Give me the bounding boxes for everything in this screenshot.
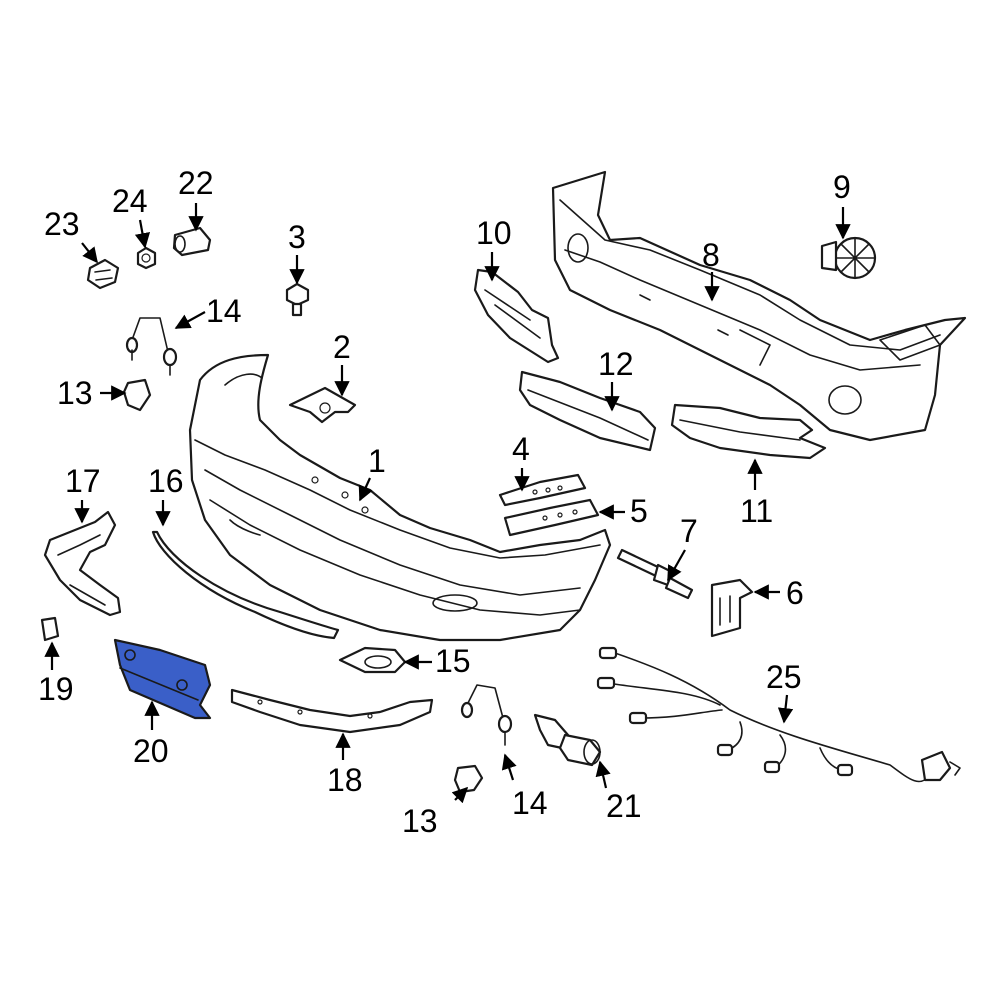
callout-21: 21 — [606, 788, 642, 824]
callout-13-upper: 13 — [57, 375, 93, 411]
callout-12: 12 — [598, 346, 634, 382]
callout-24: 24 — [112, 183, 148, 219]
callout-7: 7 — [680, 513, 698, 549]
part-13-cap-lower[interactable] — [453, 764, 484, 794]
callout-18: 18 — [327, 762, 363, 798]
callout-4: 4 — [512, 431, 530, 467]
callout-2: 2 — [333, 329, 351, 365]
callout-8: 8 — [702, 237, 720, 273]
callout-1: 1 — [368, 443, 386, 479]
part-23-retainer[interactable] — [86, 258, 120, 290]
callout-20: 20 — [133, 733, 169, 769]
callout-14-lower: 14 — [512, 785, 548, 821]
leader-lines — [44, 203, 851, 804]
part-16-molding[interactable] — [151, 530, 340, 640]
part-14-spring-lower[interactable] — [460, 684, 513, 746]
part-5-bracket[interactable] — [503, 498, 600, 537]
part-3-bolt[interactable] — [285, 282, 310, 317]
part-11-absorber[interactable] — [670, 403, 827, 460]
part-6-bracket[interactable] — [710, 578, 754, 638]
callout-23: 23 — [44, 206, 80, 242]
part-20-license-bracket[interactable] — [113, 638, 212, 720]
part-18-molding[interactable] — [230, 688, 434, 734]
callout-10: 10 — [476, 215, 512, 251]
part-21-sensor[interactable] — [533, 713, 602, 767]
callout-6: 6 — [786, 575, 804, 611]
callout-5: 5 — [630, 493, 648, 529]
part-22-sensor[interactable] — [172, 226, 212, 257]
part-24-nut[interactable] — [136, 246, 157, 270]
part-17-trim[interactable] — [43, 510, 122, 617]
part-12-absorber[interactable] — [518, 370, 657, 452]
part-1-bumper-cover[interactable] — [188, 353, 612, 642]
part-10-bracket[interactable] — [473, 268, 560, 364]
callout-11: 11 — [740, 493, 773, 529]
callout-17: 17 — [65, 463, 101, 499]
part-8-bumper-reinforcement[interactable] — [551, 170, 967, 442]
callout-14-upper: 14 — [206, 293, 242, 329]
part-4-bracket[interactable] — [498, 473, 587, 507]
callout-15: 15 — [435, 643, 471, 679]
part-9-clip[interactable] — [820, 236, 877, 280]
part-19-clip[interactable] — [40, 616, 60, 642]
callout-19: 19 — [38, 671, 74, 707]
callout-labels: 1 2 3 4 5 6 7 8 9 10 11 12 13 13 14 14 1… — [38, 165, 851, 839]
callout-3: 3 — [288, 219, 306, 255]
callout-9: 9 — [833, 169, 851, 205]
part-25-wiring-harness[interactable] — [596, 646, 961, 783]
callout-16: 16 — [148, 463, 184, 499]
part-14-spring-upper[interactable] — [125, 317, 178, 376]
part-2-bracket[interactable] — [288, 386, 357, 424]
callout-13-lower: 13 — [402, 803, 438, 839]
part-13-cap-upper[interactable] — [122, 378, 152, 412]
callout-25: 25 — [766, 659, 802, 695]
part-15-fog-cover[interactable] — [338, 646, 407, 674]
callout-22: 22 — [178, 165, 214, 201]
